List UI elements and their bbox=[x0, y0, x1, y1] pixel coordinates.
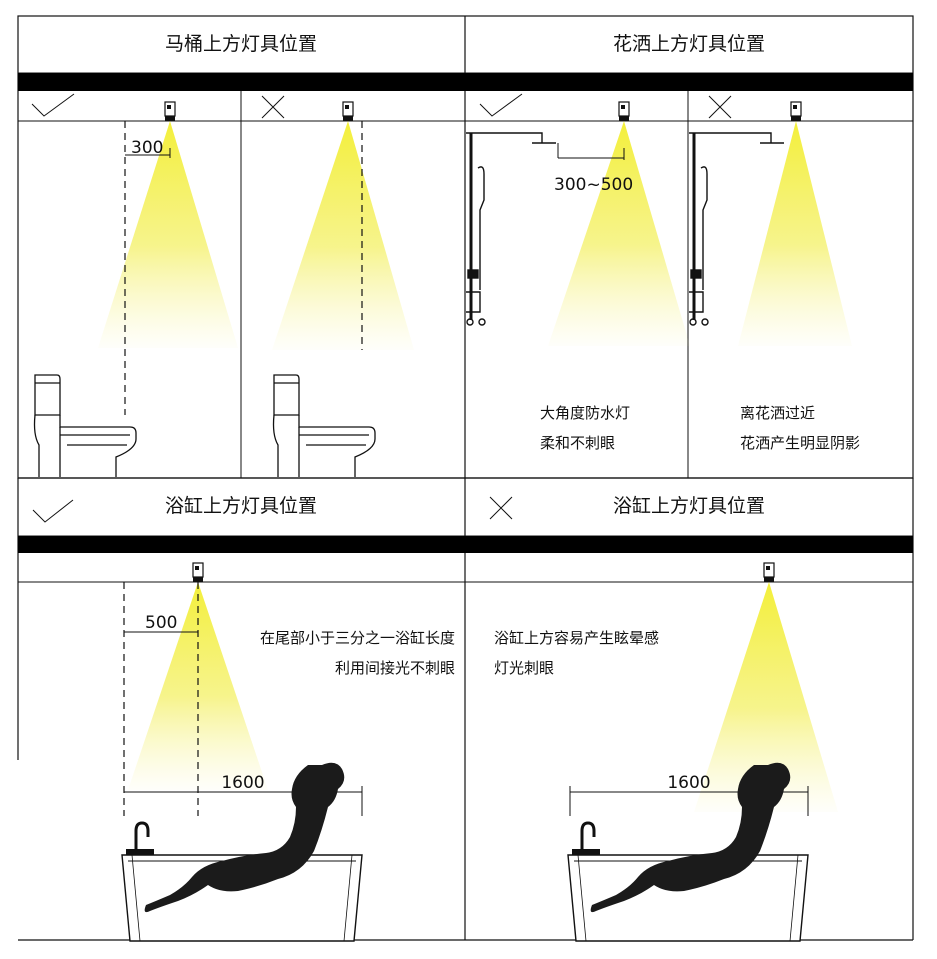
toilet-good-scene: 300 bbox=[33, 101, 238, 478]
shower-set bbox=[689, 132, 784, 326]
toilet-panel-title: 马桶上方灯具位置 bbox=[165, 33, 317, 55]
light-beam bbox=[548, 121, 690, 346]
light-beam bbox=[98, 121, 238, 348]
note-line: 在尾部小于三分之一浴缸长度 bbox=[260, 629, 455, 647]
light-beam bbox=[694, 582, 838, 812]
downlight-fixture bbox=[790, 101, 802, 122]
note-line: 灯光刺眼 bbox=[494, 659, 554, 677]
dimension-label: 300~500 bbox=[554, 175, 633, 195]
note-line: 柔和不刺眼 bbox=[540, 434, 615, 452]
dimension-label: 1600 bbox=[667, 773, 710, 793]
toilet-bad-scene bbox=[272, 101, 414, 478]
bath-good-scene: 500 1600 在尾部小于三分之一浴缸长度 利用间接光不刺眼 bbox=[120, 562, 455, 943]
cross-icon bbox=[261, 95, 285, 119]
cross-icon bbox=[708, 95, 732, 119]
shower-panel-title: 花洒上方灯具位置 bbox=[613, 33, 765, 55]
bath-good-panel-title: 浴缸上方灯具位置 bbox=[165, 495, 317, 517]
shower-bad-scene: 离花洒过近 花洒产生明显阴影 bbox=[689, 101, 860, 452]
toilet-figure bbox=[33, 374, 137, 478]
check-icon bbox=[31, 93, 75, 117]
downlight-fixture bbox=[763, 562, 775, 583]
note-line: 大角度防水灯 bbox=[540, 404, 630, 422]
downlight-fixture bbox=[342, 101, 354, 122]
note-line: 离花洒过近 bbox=[740, 404, 815, 422]
bath-bad-panel-title: 浴缸上方灯具位置 bbox=[613, 495, 765, 517]
light-beam bbox=[128, 582, 268, 790]
downlight-fixture bbox=[164, 101, 176, 122]
check-icon bbox=[479, 93, 523, 117]
note-line: 花洒产生明显阴影 bbox=[740, 434, 860, 452]
bottom-frame bbox=[17, 477, 914, 941]
check-icon bbox=[32, 499, 74, 523]
cross-icon bbox=[489, 496, 513, 520]
note-line: 利用间接光不刺眼 bbox=[335, 659, 455, 677]
light-beam bbox=[272, 121, 414, 350]
shower-good-scene: 300~500 大角度防水灯 柔和不刺眼 bbox=[466, 101, 690, 452]
note-line: 浴缸上方容易产生眩晕感 bbox=[494, 629, 659, 647]
light-beam bbox=[738, 121, 852, 346]
dimension-label: 300 bbox=[131, 138, 163, 158]
toilet-figure bbox=[272, 374, 376, 478]
downlight-fixture bbox=[618, 101, 630, 122]
downlight-fixture bbox=[192, 562, 204, 583]
shower-set bbox=[466, 132, 556, 326]
bath-bad-scene: 1600 浴缸上方容易产生眩晕感 灯光刺眼 bbox=[494, 562, 838, 943]
dimension-label: 1600 bbox=[221, 773, 264, 793]
dimension-label: 500 bbox=[145, 613, 177, 633]
